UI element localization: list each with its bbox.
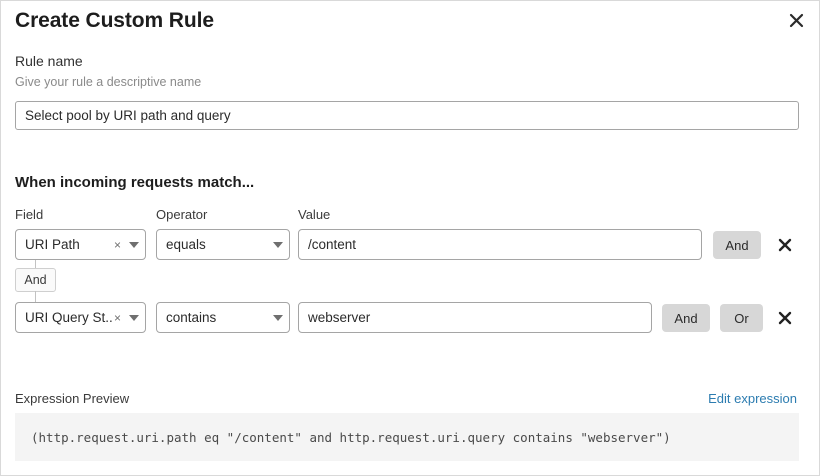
column-label-field: Field [15,207,44,222]
close-icon-glyph [789,13,803,27]
operator-select-1-value: equals [166,237,206,252]
remove-condition-button-1[interactable] [775,232,795,257]
value-input-2[interactable] [298,302,652,333]
expression-preview-label: Expression Preview [15,391,130,406]
rule-name-input[interactable] [15,101,799,130]
expression-preview-code: (http.request.uri.path eq "/content" and… [15,413,799,461]
chevron-down-icon[interactable] [267,241,289,248]
field-select-2-value: URI Query St... [25,310,112,325]
field-select-2[interactable]: URI Query St... × [15,302,146,333]
chevron-down-icon[interactable] [267,314,289,321]
or-button-row-2[interactable]: Or [720,304,763,332]
clear-icon[interactable]: × [113,310,121,325]
connector-line-top [35,260,36,269]
and-button-row-1[interactable]: And [713,231,761,259]
close-icon[interactable] [783,7,809,33]
rule-name-label: Rule name [15,53,83,69]
connector-line-bottom [35,291,36,302]
operator-select-2[interactable]: contains [156,302,290,333]
operator-select-2-value: contains [166,310,217,325]
chevron-down-icon[interactable] [123,241,145,248]
condition-row: URI Path × equals And [1,229,819,261]
edit-expression-link[interactable]: Edit expression [708,391,797,406]
remove-icon [778,311,792,324]
remove-condition-button-2[interactable] [775,305,795,330]
condition-row: URI Query St... × contains And Or [1,302,819,334]
remove-icon [778,238,792,251]
clear-icon[interactable]: × [113,237,121,252]
operator-select-1[interactable]: equals [156,229,290,260]
rule-name-help-text: Give your rule a descriptive name [15,75,202,89]
dialog-title: Create Custom Rule [15,9,214,32]
field-select-1-value: URI Path [25,237,80,252]
column-label-operator: Operator [156,207,208,222]
builder-heading: When incoming requests match... [15,174,255,191]
group-connector-and-button[interactable]: And [15,268,56,292]
field-select-1[interactable]: URI Path × [15,229,146,260]
column-label-value: Value [298,207,331,222]
and-button-row-2[interactable]: And [662,304,710,332]
value-input-1[interactable] [298,229,702,260]
chevron-down-icon[interactable] [123,314,145,321]
